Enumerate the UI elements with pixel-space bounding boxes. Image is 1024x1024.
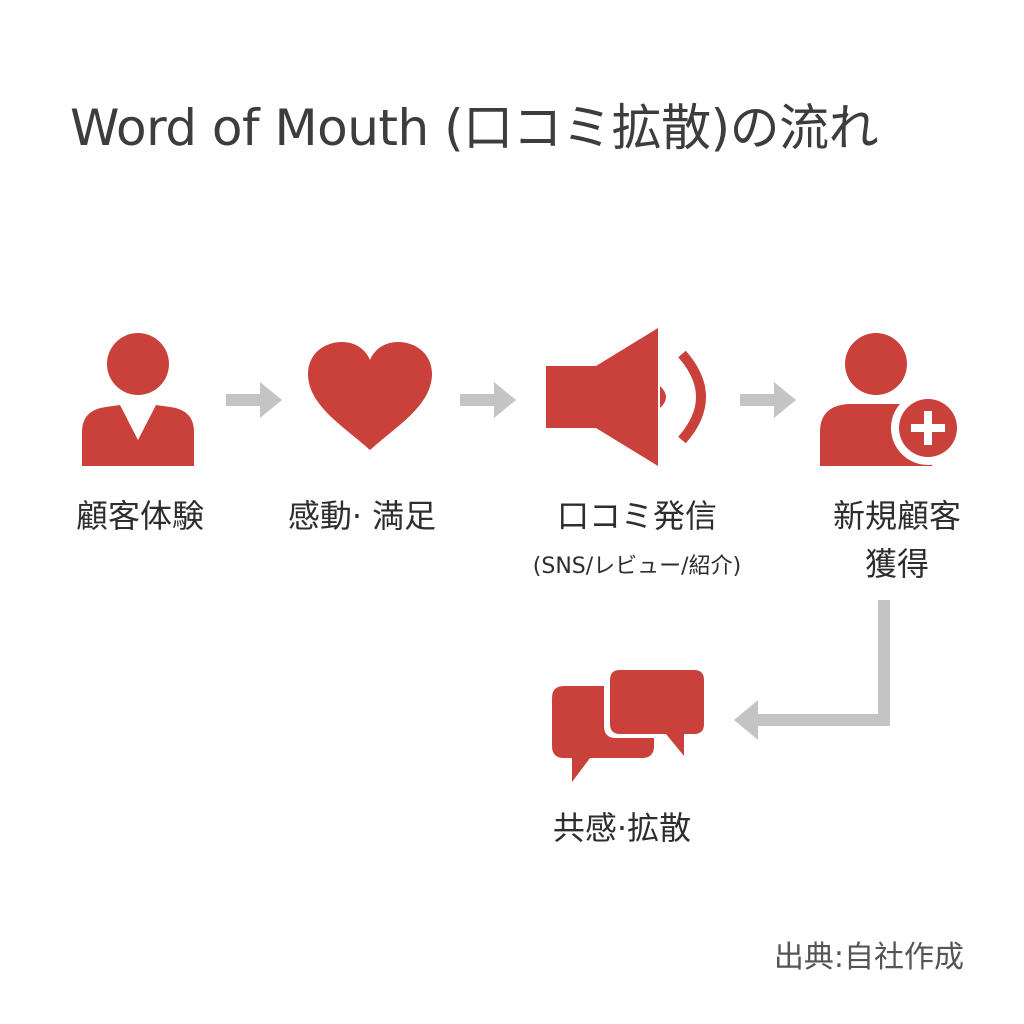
- megaphone-icon: [542, 326, 722, 468]
- flow-arrow: [226, 380, 284, 424]
- step-label-customer-experience: 顧客体験: [75, 497, 204, 535]
- step-label-empathy-spread: 共感·拡散: [552, 809, 692, 847]
- step-sublabel-channels: (SNS/レビュー/紹介): [532, 554, 742, 579]
- step-label-new-customers-line1: 新規顧客: [832, 497, 961, 535]
- person-add-icon: [818, 332, 968, 466]
- chat-bubbles-icon: [550, 666, 710, 786]
- step-label-wom-posting: 口コミ発信: [556, 497, 717, 535]
- page-title: Word of Mouth (口コミ拡散)の流れ: [70, 99, 879, 157]
- step-label-satisfaction: 感動· 満足: [287, 497, 437, 535]
- flow-arrow-return: [730, 600, 900, 752]
- person-icon: [80, 332, 196, 466]
- step-label-new-customers-line2: 獲得: [864, 545, 929, 583]
- flow-arrow: [740, 380, 798, 424]
- source-note: 出典:自社作成: [773, 940, 964, 975]
- flow-arrow: [460, 380, 518, 424]
- heart-icon: [306, 340, 434, 452]
